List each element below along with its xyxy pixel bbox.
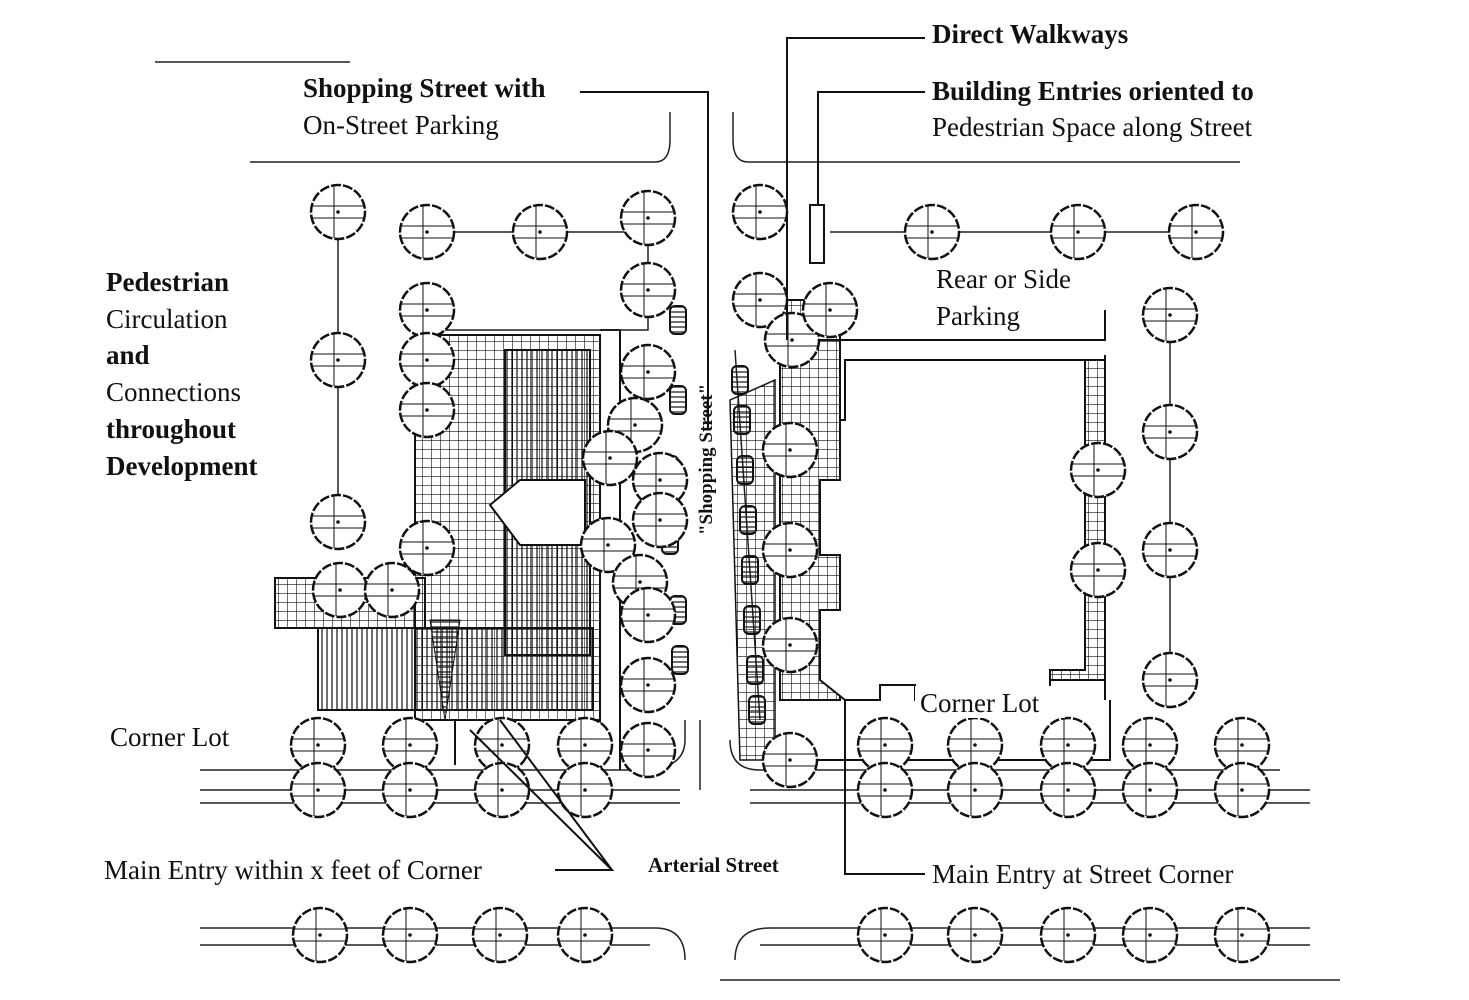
label-ped-circ-5: throughout: [106, 414, 236, 444]
tree-icon: [619, 343, 677, 401]
tree-icon: [473, 761, 531, 819]
label-main-entry-within: Main Entry within x feet of Corner: [104, 855, 482, 885]
tree-icon: [619, 721, 677, 779]
label-rear-parking-2: Parking: [936, 301, 1020, 331]
parked-car-icon: [736, 455, 754, 485]
tree-icon: [1141, 521, 1199, 579]
parked-car-icon: [671, 645, 689, 675]
label-ped-circ-1: Pedestrian: [106, 267, 229, 297]
tree-icon: [946, 761, 1004, 819]
tree-icon: [631, 491, 689, 549]
tree-icon: [381, 761, 439, 819]
label-shopping-street-vertical: "Shopping Street": [696, 384, 717, 535]
tree-icon: [1069, 541, 1127, 599]
tree-icon: [763, 311, 821, 369]
parked-car-icon: [733, 405, 751, 435]
label-building-entries-2: Pedestrian Space along Street: [932, 112, 1253, 142]
label-ped-circ-2: Circulation: [106, 304, 228, 334]
parked-car-icon: [669, 305, 687, 335]
label-rear-parking-1: Rear or Side: [936, 264, 1071, 294]
tree-icon: [761, 521, 819, 579]
tree-icon: [471, 906, 529, 964]
tree-icon: [1141, 403, 1199, 461]
tree-icon: [1141, 286, 1199, 344]
tree-icon: [1069, 441, 1127, 499]
tree-icon: [903, 203, 961, 261]
label-direct-walkways: Direct Walkways: [932, 19, 1128, 49]
parked-car-icon: [739, 505, 757, 535]
tree-icon: [731, 183, 789, 241]
tree-icon: [1121, 906, 1179, 964]
tree-icon: [1213, 761, 1271, 819]
tree-icon: [581, 429, 639, 487]
tree-icon: [856, 716, 914, 774]
tree-icon: [619, 656, 677, 714]
tree-icon: [309, 183, 367, 241]
tree-icon: [801, 281, 859, 339]
tree-icon: [856, 906, 914, 964]
tree-icon: [556, 906, 614, 964]
label-shopping-street-2: On-Street Parking: [303, 110, 499, 140]
tree-icon: [619, 261, 677, 319]
tree-icon: [761, 616, 819, 674]
parked-car-icon: [741, 555, 759, 585]
tree-icon: [1141, 651, 1199, 709]
trees: [289, 183, 1271, 964]
label-main-entry-corner: Main Entry at Street Corner: [932, 859, 1233, 889]
tree-icon: [309, 331, 367, 389]
tree-icon: [363, 561, 421, 619]
tree-icon: [761, 731, 819, 789]
parked-car-icon: [748, 695, 766, 725]
parked-car-icon: [669, 385, 687, 415]
tree-icon: [1049, 203, 1107, 261]
tree-icon: [511, 203, 569, 261]
tree-icon: [619, 189, 677, 247]
tree-icon: [856, 761, 914, 819]
leader-lines: [469, 37, 925, 875]
tree-icon: [289, 761, 347, 819]
tree-icon: [946, 906, 1004, 964]
tree-icon: [309, 493, 367, 551]
label-building-entries-1: Building Entries oriented to: [932, 76, 1254, 106]
tree-icon: [381, 716, 439, 774]
tree-icon: [398, 519, 456, 577]
parked-car-icon: [743, 605, 761, 635]
tree-icon: [761, 421, 819, 479]
tree-icon: [1121, 716, 1179, 774]
label-corner-lot-left: Corner Lot: [110, 722, 230, 752]
tree-icon: [1213, 716, 1271, 774]
tree-icon: [1213, 906, 1271, 964]
tree-icon: [1121, 761, 1179, 819]
label-corner-lot-right: Corner Lot: [920, 688, 1040, 718]
tree-icon: [1167, 203, 1225, 261]
right-building: [729, 204, 1111, 761]
tree-icon: [556, 761, 614, 819]
tree-icon: [1039, 761, 1097, 819]
street-edges: [155, 61, 1340, 981]
tree-icon: [311, 561, 369, 619]
label-ped-circ-6: Development: [106, 451, 257, 481]
tree-icon: [579, 516, 637, 574]
tree-icon: [398, 331, 456, 389]
tree-icon: [398, 281, 456, 339]
tree-icon: [398, 381, 456, 439]
label-arterial-street: Arterial Street: [648, 853, 779, 877]
label-ped-circ-4: Connections: [106, 377, 241, 407]
tree-icon: [398, 203, 456, 261]
label-shopping-street-1: Shopping Street with: [303, 73, 546, 103]
parked-car-icon: [746, 655, 764, 685]
tree-icon: [381, 906, 439, 964]
parked-car-icon: [731, 365, 749, 395]
tree-icon: [619, 586, 677, 644]
label-ped-circ-3: and: [106, 340, 150, 370]
tree-icon: [1039, 906, 1097, 964]
tree-icon: [291, 906, 349, 964]
